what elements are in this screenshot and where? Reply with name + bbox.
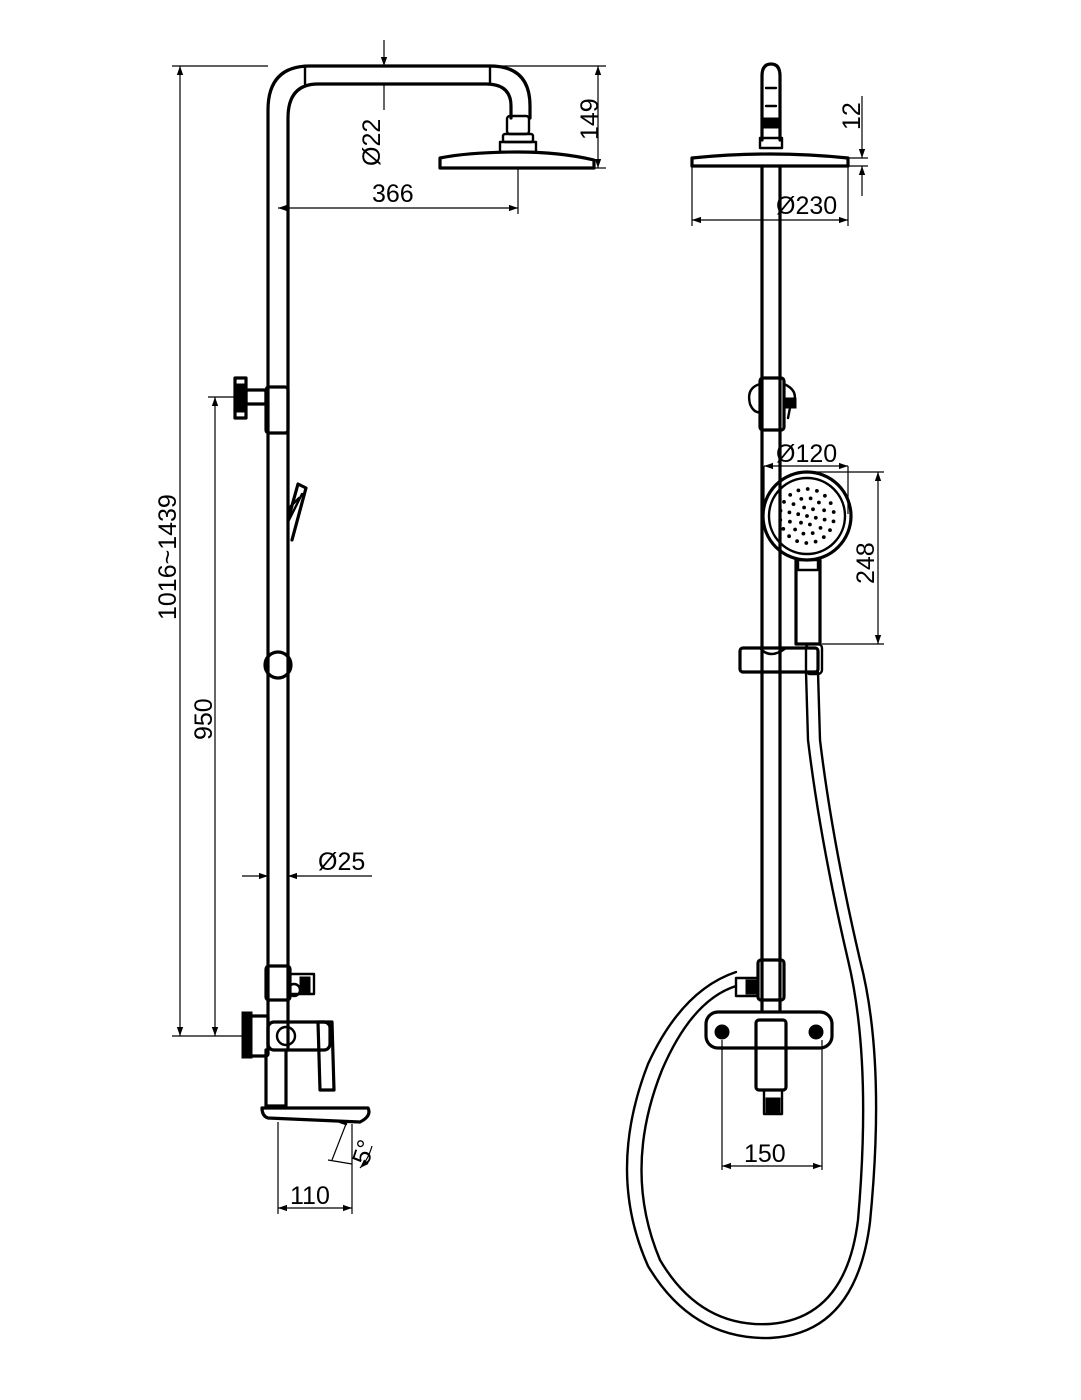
- front-upper-clamp: [747, 376, 797, 432]
- mixer-body-side: [241, 1011, 336, 1108]
- front-riser: [760, 164, 782, 1012]
- spray-nozzle: [823, 493, 827, 498]
- spray-nozzle: [810, 531, 815, 535]
- spray-nozzle: [778, 508, 783, 513]
- spray-nozzle: [799, 497, 804, 501]
- spray-nozzle: [788, 519, 792, 524]
- spray-nozzle: [781, 527, 786, 531]
- spray-nozzle: [787, 510, 792, 515]
- spray-nozzle: [831, 510, 836, 514]
- spray-nozzle: [804, 541, 809, 545]
- mixer-body-front: [704, 1010, 834, 1116]
- spray-nozzle: [811, 507, 815, 512]
- front-view: 12 Ø230 Ø120 248 150: [625, 62, 884, 1340]
- upper-height-clamp: [233, 376, 290, 435]
- side-view: Ø22 149 366 1016~1439 950 Ø25 5° 110: [154, 40, 606, 1214]
- spray-nozzle: [815, 489, 819, 493]
- spray-nozzle: [791, 502, 796, 506]
- spray-nozzle: [802, 505, 806, 510]
- spray-nozzle: [822, 508, 826, 513]
- spray-nozzle: [795, 539, 799, 543]
- spray-nozzle: [813, 515, 818, 520]
- dim-mixer-to-head: 950: [190, 698, 218, 740]
- dim-spout-length: 110: [290, 1182, 330, 1210]
- slide-bar-knob: [263, 650, 293, 680]
- spray-nozzle: [796, 512, 801, 517]
- dim-pipe-diameter: Ø22: [358, 119, 386, 166]
- dim-arm-reach: 366: [372, 180, 414, 208]
- spray-nozzle: [796, 488, 801, 493]
- overhead-shower-head: [438, 114, 596, 170]
- spray-nozzle: [778, 518, 783, 522]
- spray-nozzle: [805, 514, 809, 518]
- spray-nozzles: [778, 487, 836, 545]
- dim-riser-diameter: Ø25: [318, 848, 365, 876]
- tub-spout-side: [260, 1106, 371, 1126]
- hand-shower-front: [761, 470, 853, 646]
- dimension-lines-side: [172, 40, 606, 1214]
- spray-nozzle: [808, 522, 812, 527]
- dim-head-thickness: 12: [838, 102, 866, 130]
- dim-hand-diameter: Ø120: [776, 440, 837, 468]
- dim-total-height: 1016~1439: [154, 494, 182, 620]
- spray-nozzle: [813, 539, 818, 544]
- spray-nozzle: [828, 528, 832, 532]
- spray-nozzle: [782, 500, 786, 504]
- spray-nozzle: [831, 519, 836, 524]
- spray-nozzle: [817, 500, 821, 505]
- spray-nozzle: [808, 496, 813, 501]
- dim-head-height: 149: [576, 98, 604, 140]
- front-shower-head: [690, 152, 850, 168]
- spray-nozzle: [801, 531, 806, 536]
- spray-nozzle: [805, 487, 810, 491]
- spray-nozzle: [799, 520, 803, 525]
- front-slide-holder: [738, 642, 824, 676]
- shower-riser-pipe: [266, 64, 532, 1052]
- dim-hand-length: 248: [852, 542, 880, 584]
- spray-nozzle: [793, 527, 797, 532]
- dim-head-diameter: Ø230: [776, 192, 837, 220]
- spray-nozzle: [822, 517, 827, 522]
- spray-nozzle: [828, 501, 833, 505]
- spray-nozzle: [787, 534, 791, 539]
- spray-nozzle: [818, 526, 823, 530]
- front-shower-arm: [758, 62, 784, 150]
- spray-nozzle: [821, 535, 826, 539]
- dimension-lines-front: [691, 96, 884, 1170]
- dim-mixer-centers: 150: [744, 1140, 786, 1168]
- hand-shower-side: [286, 482, 308, 542]
- shower-hose: [625, 670, 878, 1340]
- spray-nozzle: [788, 493, 793, 497]
- front-diverter: [734, 958, 786, 1002]
- diverter-valve: [264, 964, 316, 1002]
